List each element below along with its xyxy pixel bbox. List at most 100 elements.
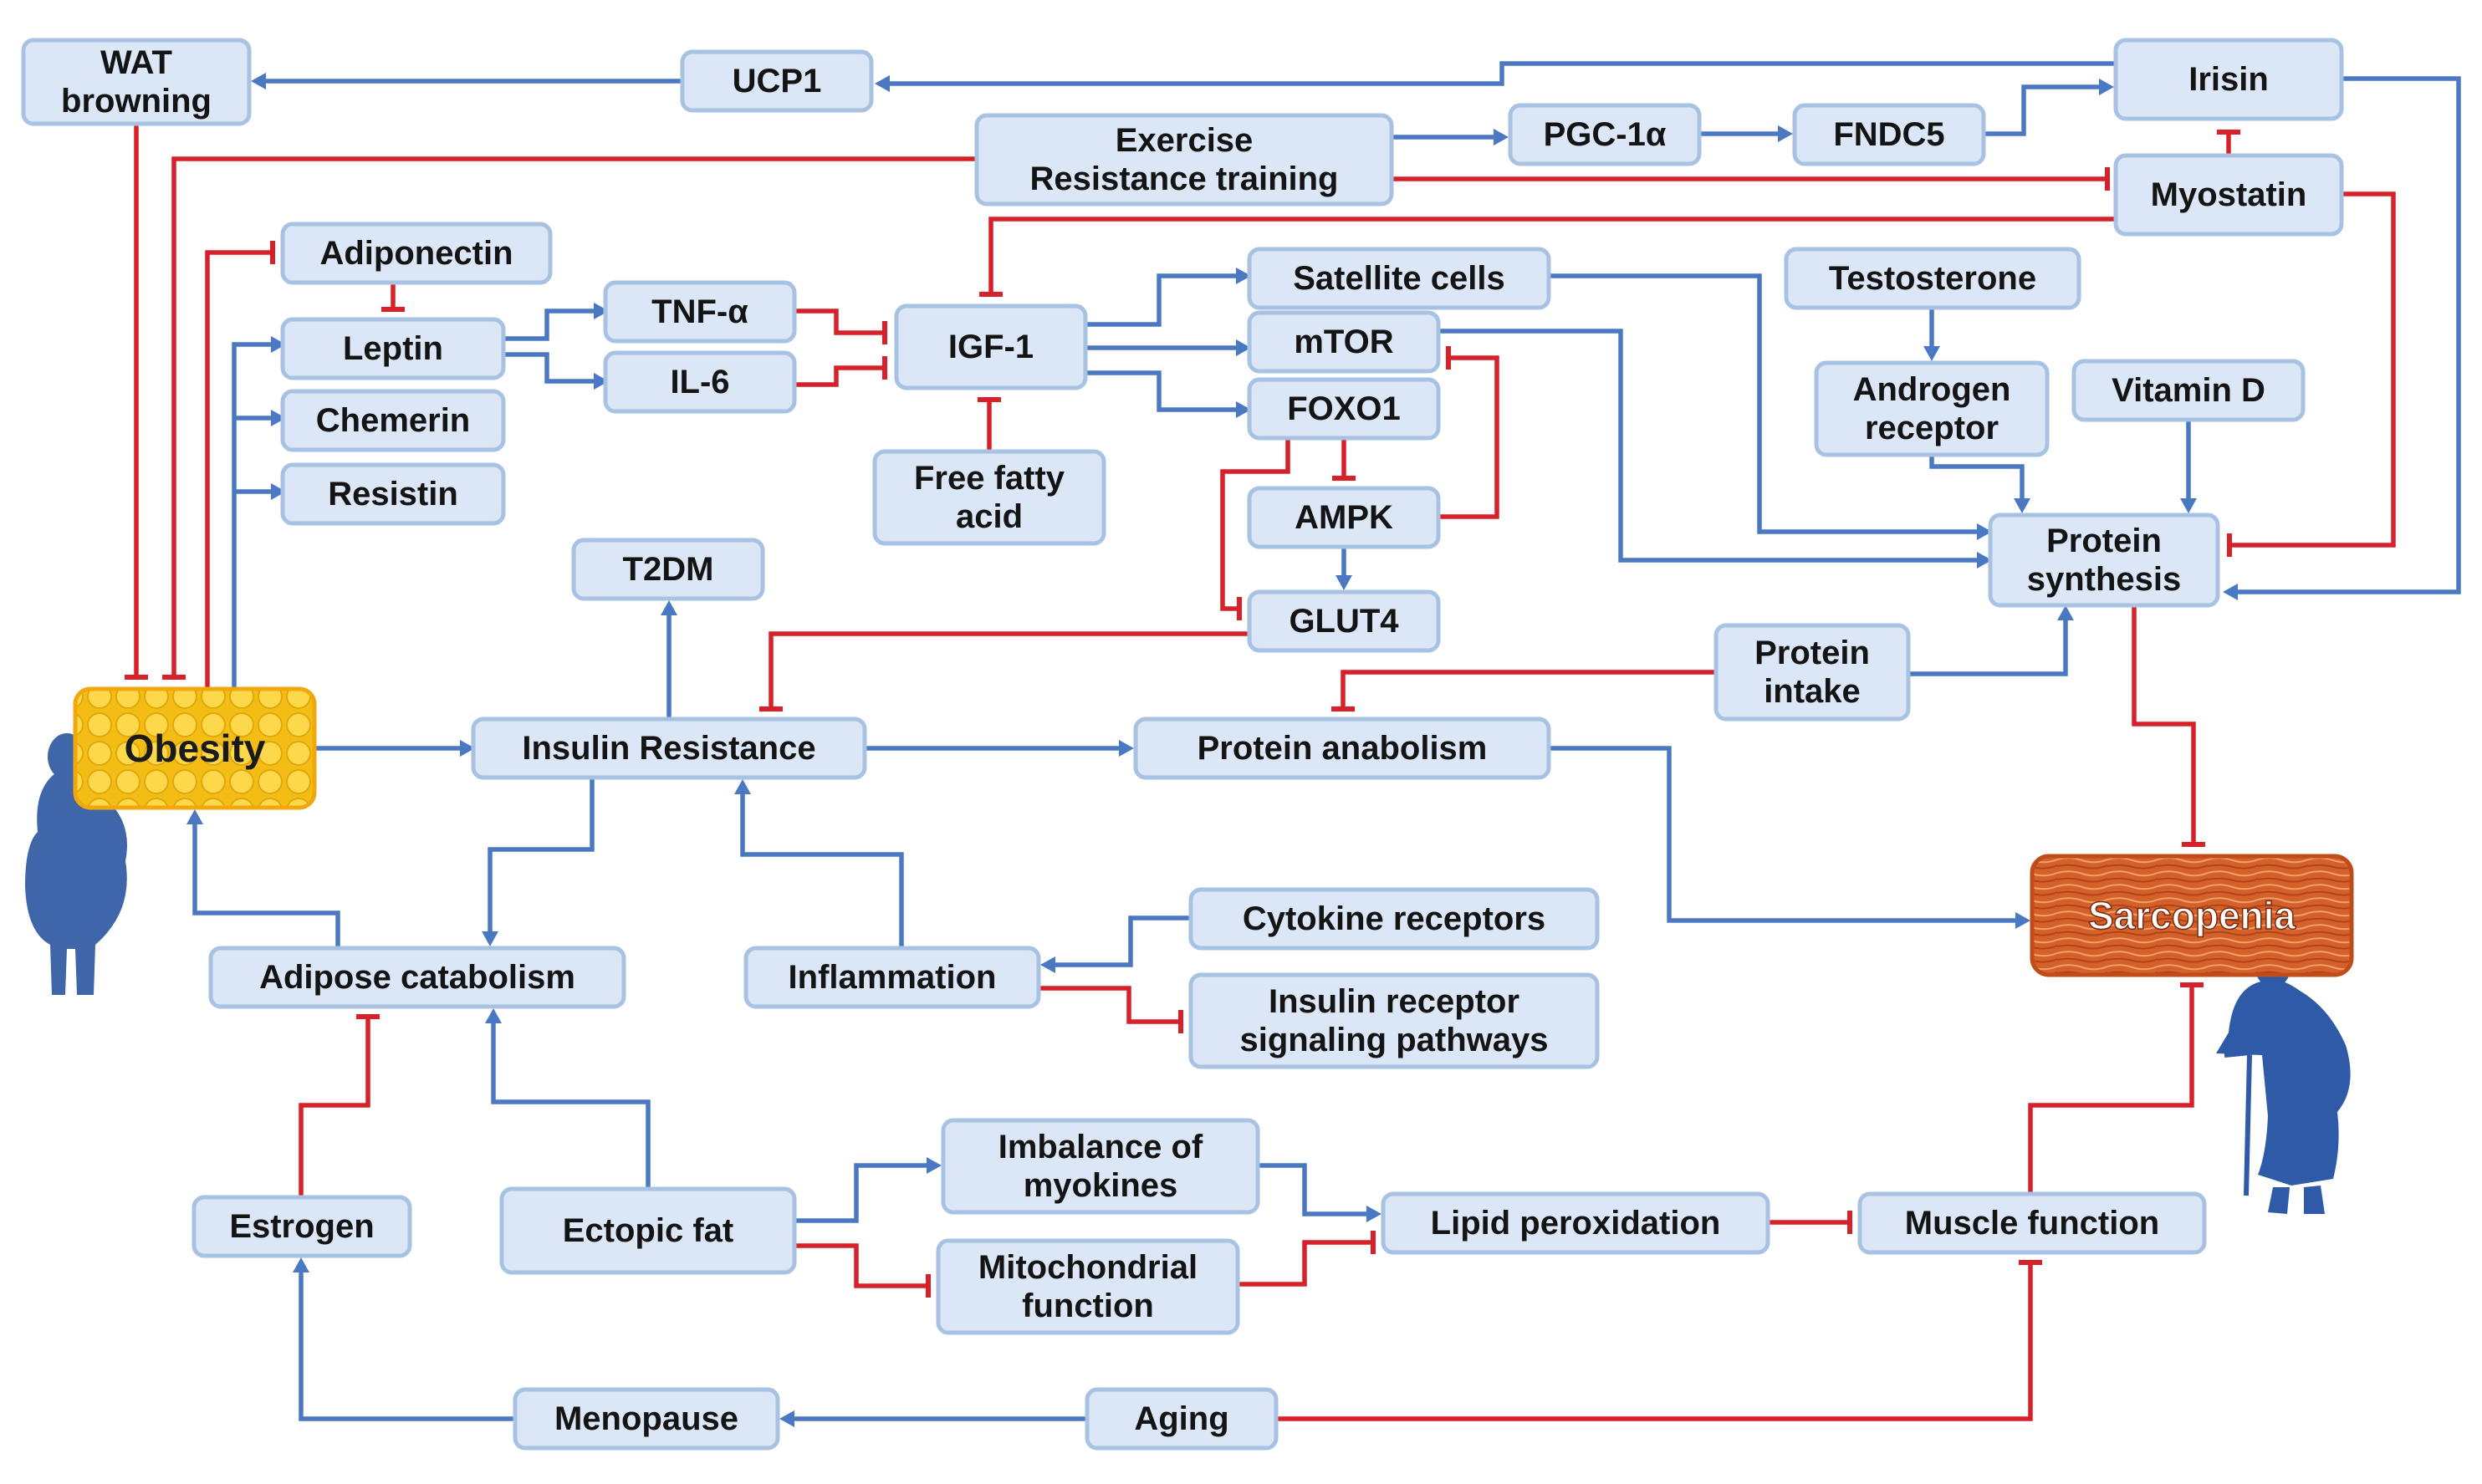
node-box <box>1857 1191 2207 1255</box>
node-label: Estrogen <box>229 1208 374 1245</box>
node-box <box>208 946 626 1009</box>
node-resistin: Resistin <box>280 462 506 526</box>
node-box <box>974 113 1394 207</box>
node-ampk: AMPK <box>1247 486 1441 549</box>
node-box <box>603 350 797 414</box>
node-ucp1: UCP1 <box>680 49 874 113</box>
node-box <box>1133 717 1551 780</box>
node-label: Aging <box>1134 1400 1228 1437</box>
node-label: Protein <box>1754 635 1870 671</box>
inhibition-arrow-musclefn-to-sarcopenia <box>2028 982 2204 1194</box>
node-label: TNF-α <box>651 293 748 330</box>
inhibition-arrow-exercise-to-obesity <box>162 156 977 680</box>
node-box <box>743 946 1041 1009</box>
node-box <box>1381 1191 1770 1255</box>
inhibition-arrow-myostatin-to-protsyn <box>2227 191 2396 557</box>
node-label: FNDC5 <box>1833 116 1944 153</box>
node-box <box>1247 377 1441 441</box>
activation-arrow-aging-to-menopause <box>779 1410 1087 1427</box>
node-cytorec: Cytokine receptors <box>1188 887 1600 951</box>
node-label: Myostatin <box>2151 176 2307 213</box>
inhibition-arrow-exercise-to-myostatin <box>1392 167 2110 191</box>
inhibition-arrow-protintake-to-protanab <box>1331 670 1716 711</box>
activation-arrow-insres-to-adicat <box>482 778 595 946</box>
node-box <box>2113 153 2344 237</box>
inhibition-arrow-myostatin-to-irisin <box>2217 130 2240 156</box>
activation-arrow-irisin-to-protsyn <box>2223 76 2461 600</box>
activation-arrow-ampk-to-glut4 <box>1335 547 1352 590</box>
node-box <box>894 303 1088 390</box>
elderly-person-silhouette-icon <box>2216 949 2351 1214</box>
inhibition-arrow-il6-to-igf1 <box>794 356 887 387</box>
node-menopause: Menopause <box>513 1387 780 1451</box>
node-label: Protein anabolism <box>1198 730 1488 767</box>
inhibition-arrow-tnf-to-igf1 <box>794 309 887 344</box>
activation-arrow-ectopic-to-adicat <box>485 1008 651 1189</box>
node-label: IL-6 <box>670 364 729 400</box>
node-box <box>280 317 506 380</box>
node-mtor: mTOR <box>1247 310 1441 374</box>
node-label: Leptin <box>343 330 443 367</box>
node-box <box>280 462 506 526</box>
node-label: Exercise <box>1116 122 1254 159</box>
inhibition-arrow-ffa-to-igf1 <box>978 397 1001 451</box>
node-pgc: PGC-1α <box>1508 103 1702 166</box>
node-box <box>1247 247 1551 310</box>
activation-arrow-obesity-to-insres <box>314 740 475 757</box>
activation-arrow-fndc5-to-irisin <box>1984 79 2114 136</box>
node-label: T2DM <box>623 551 714 588</box>
node-box <box>471 717 867 780</box>
activation-arrow-leptin-to-tnf <box>503 303 609 341</box>
node-box <box>1247 486 1441 549</box>
sarcopenia-label: Sarcopenia <box>2088 894 2296 937</box>
inhibition-arrow-glut4-to-insres <box>759 631 1249 711</box>
connector-layer <box>125 61 2461 1427</box>
node-label: Adipose catabolism <box>259 959 575 996</box>
node-label: Chemerin <box>316 402 471 439</box>
node-label: synthesis <box>2027 561 2182 598</box>
node-inflam: Inflammation <box>743 946 1041 1009</box>
activation-arrow-igf1-to-satellite <box>1085 268 1251 327</box>
node-box <box>1085 1387 1279 1451</box>
node-foxo1: FOXO1 <box>1247 377 1441 441</box>
node-label: AMPK <box>1295 499 1393 536</box>
node-estrogen: Estrogen <box>192 1195 412 1258</box>
activation-arrow-satellite-to-protsyn <box>1549 273 1992 540</box>
node-aging: Aging <box>1085 1387 1279 1451</box>
node-box <box>21 38 252 126</box>
activation-arrow-leptin-to-il6 <box>503 352 609 390</box>
node-box <box>280 389 506 452</box>
inhibition-arrow-estrogen-to-adicat <box>299 1014 380 1197</box>
node-vitd: Vitamin D <box>2071 359 2306 422</box>
node-box <box>603 280 797 344</box>
inhibition-arrow-aging-to-musclefn <box>1276 1260 2042 1421</box>
node-label: Menopause <box>554 1400 738 1437</box>
activation-arrow-testosterone-to-androgen <box>1923 308 1940 361</box>
activation-arrow-protanab-to-sarcopenia <box>1549 746 2030 929</box>
node-box <box>1247 589 1441 653</box>
node-box <box>280 222 553 285</box>
node-igf1: IGF-1 <box>894 303 1088 390</box>
node-t2dm: T2DM <box>571 538 765 601</box>
node-box <box>499 1186 797 1275</box>
node-glut4: GLUT4 <box>1247 589 1441 653</box>
node-box <box>1814 360 2050 457</box>
node-label: IGF-1 <box>948 329 1034 365</box>
activation-arrow-mtor-to-protsyn <box>1438 329 1992 569</box>
activation-arrow-pgc-to-fndc5 <box>1699 125 1793 142</box>
node-label: Mitochondrial <box>978 1249 1198 1286</box>
activation-arrow-exercise-to-pgc <box>1392 129 1509 145</box>
activation-arrow-irisin-to-ucp1 <box>875 61 2116 92</box>
node-label: intake <box>1764 673 1861 710</box>
node-adiponectin: Adiponectin <box>280 222 553 285</box>
node-label: Free fatty <box>914 460 1065 497</box>
node-label: signaling pathways <box>1240 1022 1549 1058</box>
